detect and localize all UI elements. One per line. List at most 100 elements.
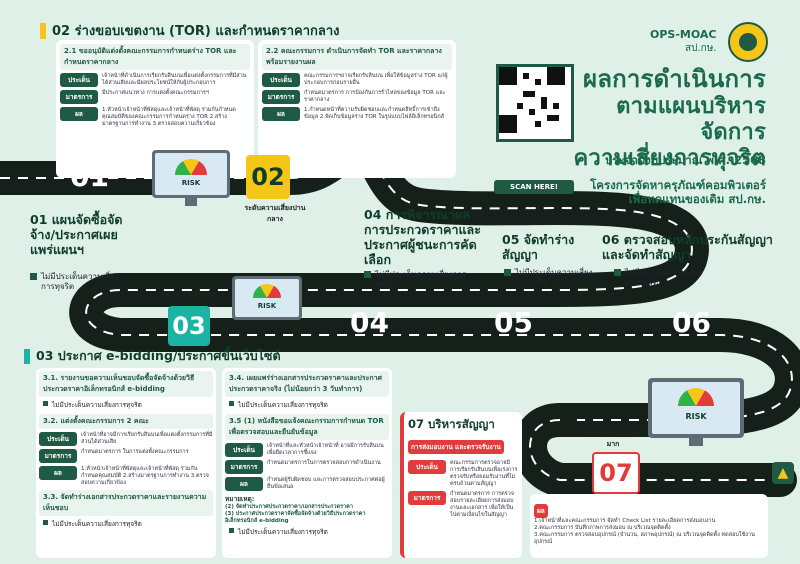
risk-label-high: ระดับความเสี่ยงสูงมาก: [585, 429, 641, 448]
ebid-31-head: 3.1. รายงานขอความเห็นชอบจัดซื้อจัดจ้างด้…: [39, 371, 213, 397]
gauge-icon: [678, 388, 714, 406]
bullet-square-icon: [614, 269, 621, 276]
contract-card: 07 บริหารสัญญา การส่งมอบงาน และตรวจรับงา…: [400, 412, 522, 558]
ebid-31-note: ไม่มีประเด็นความเสี่ยงการทุจริต: [43, 400, 213, 410]
contract-result-3: 3.คณะกรรมการ ตรวจสอบอุปกรณ์ (จำนวน, สภาพ…: [534, 532, 755, 545]
bullet-square-icon: [229, 528, 234, 533]
thumbs-up-icon: ▲: [772, 462, 794, 484]
contract-result-2: 2.คณะกรรมการ บันทึกภาพการส่งมอบ ณ บริเวณ…: [534, 525, 671, 531]
stage-06-title: 06 ตรวจสอบหลักประกันสัญญาและจัดทำสัญญา: [602, 232, 773, 262]
risk-row: มาตรการ กำหนดมาตรการ ในการแต่งตั้งคณะกรรม…: [39, 449, 213, 463]
ebid-33-head: 3.3. จัดทำร่างเอกสารประกวดราคาและรายงานค…: [39, 490, 213, 516]
org-code: OPS-MOAC: [650, 28, 717, 41]
risk-row-text: กำหนดมาตรการ ในการแต่งตั้งคณะกรรมการ: [81, 449, 189, 455]
ebid-title: 03 ประกาศ e-bidding/ประกาศขึ้นเว็บไซต์: [24, 346, 384, 366]
risk-monitor-mid: RISK: [152, 150, 230, 208]
road-number-02: 02: [246, 155, 290, 199]
risk-row-label: ประเด็น: [225, 443, 263, 457]
stage-04-title: 04 การพิจารณาผลการประกวดราคาและประกาศผู้…: [364, 207, 481, 267]
contract-result-card: ผล 1.เจ้าหน้าที่และคณะกรรมการ จัดทำ Chec…: [530, 494, 768, 558]
tor-left-card: 2.1 ขออนุมัติแต่งตั้งคณะกรรมการกำหนดร่าง…: [56, 40, 254, 178]
road-number-04: 04: [350, 306, 389, 339]
risk-row-label: มาตรการ: [60, 90, 98, 104]
risk-row-label: มาตรการ: [408, 491, 446, 505]
scan-here-label: SCAN HERE!: [494, 180, 574, 194]
risk-row: ประเด็น เจ้าหน้าที่อาจมีการเรียกรับสินบนเ…: [39, 432, 213, 446]
stage-01-note: ไม่มีประเด็นความเสี่ยงการทุจริต: [30, 272, 130, 292]
risk-row: ประเด็น คณะกรรมการตรวจอาจมีการเรียกรับสิน…: [408, 460, 518, 488]
contract-result-1: 1.เจ้าหน้าที่และคณะกรรมการ จัดทำ Check L…: [534, 518, 716, 524]
contract-sub: การส่งมอบงาน และตรวจรับงาน: [408, 440, 504, 454]
bullet-square-icon: [229, 401, 234, 406]
risk-row-text: 1.หัวหน้าเจ้าหน้าที่พัสดุและเจ้าหน้าที่พ…: [81, 466, 209, 486]
ebid-33-note: ไม่มีประเด็นความเสี่ยงการทุจริต: [43, 519, 213, 529]
tor-section: 02 ร่างขอบเขตงาน (TOR) และกำหนดราคากลาง: [40, 20, 460, 41]
risk-row: มาตรการ กำหนดมาตรการ การตรวจสอบรายละเอียด…: [408, 491, 518, 519]
risk-row-label: มาตรการ: [39, 449, 77, 463]
risk-row: ประเด็น คณะกรรมการฯอาจเรียกรับสินบน เพื่อ…: [262, 73, 452, 87]
risk-row: ประเด็น เจ้าหน้าที่ดำเนินการเรียกรับสินบน…: [60, 73, 250, 87]
ebid-note-1: (2) จัดทำประกาศประกวดราคา/เอกสารประกวดรา…: [225, 504, 353, 510]
tor-right-head: 2.2 คณะกรรมการ ดำเนินการจัดทำ TOR และราค…: [262, 44, 452, 70]
risk-row-text: กำหนดผู้รับผิดชอบ และการตรวจสอบประกาศต่อ…: [267, 477, 385, 490]
risk-row-label: ผล: [262, 107, 300, 121]
ebid-right-card: 3.4. เผยแพร่ร่างเอกสารประกวดราคาและประกา…: [222, 368, 392, 558]
risk-row-text: คณะกรรมการฯอาจเรียกรับสินบน เพื่อให้ข้อม…: [304, 73, 448, 86]
ebid-34-head: 3.4. เผยแพร่ร่างเอกสารประกวดราคาและประกา…: [225, 371, 389, 397]
risk-row: มาตรการ กำหนดมาตรการในการตรวจสอบการดำเนิน…: [225, 460, 389, 474]
risk-row-text: กำหนดมาตรการในการตรวจสอบการดำเนินงาน: [267, 460, 381, 466]
tor-left-head: 2.1 ขออนุมัติแต่งตั้งคณะกรรมการกำหนดร่าง…: [60, 44, 250, 70]
risk-row-text: กำหนดมาตรการ การตรวจสอบรายละเอียดการส่งม…: [450, 491, 514, 518]
stage-05-note: ไม่มีประเด็นความเสี่ยงการทุจริต: [504, 268, 594, 288]
ebid-note-2: (3) ประกาศประกวดราคาจัดซื้อจัดจ้างด้วยวิ…: [225, 511, 366, 524]
risk-row-text: เจ้าหน้าที่ดำเนินการเรียกรับสินบนเพื่อแต…: [102, 73, 247, 86]
road-number-05: 05: [494, 306, 533, 339]
bullet-square-icon: [30, 273, 37, 280]
risk-monitor-low: RISK: [232, 276, 302, 330]
risk-row-text: 1.หัวหน้าเจ้าหน้าที่พัสดุและเจ้าหน้าที่พ…: [102, 107, 236, 127]
risk-row: มาตรการ กำหนดมาตรการ การป้องกันการรั่วไหล…: [262, 90, 452, 104]
road-number-03: 03: [168, 306, 210, 346]
title-marker: [24, 348, 30, 364]
project-title: โครงการจัดหาครุภัณฑ์คอมพิวเตอร์ เพื่อทดแ…: [590, 178, 766, 206]
risk-row: ผล 1.หัวหน้าเจ้าหน้าที่พัสดุและเจ้าหน้าที…: [39, 466, 213, 487]
risk-row-text: มีประกาศแนวทาง การแต่งตั้งคณะกรรมการฯ: [102, 90, 209, 96]
ebid-35-head: 3.5 (1) หนังสือขอแจ้งคณะกรรมการกำหนด TOR…: [225, 414, 389, 440]
risk-row-label: ผล: [39, 466, 77, 480]
bullet-square-icon: [364, 271, 371, 278]
risk-row: ประเด็น เจ้าหน้าที่และหัวหน้าเจ้าหน้าที่ …: [225, 443, 389, 457]
fiscal-year: ประจำปีงบประมาณ พ.ศ. 2568: [604, 153, 766, 167]
qr-pattern-icon: [499, 67, 565, 133]
risk-row-label: มาตรการ: [225, 460, 263, 474]
risk-row-text: เจ้าหน้าที่และหัวหน้าเจ้าหน้าที่ อาจมีกา…: [267, 443, 384, 456]
org-short: สป.กษ.: [685, 43, 717, 54]
bullet-square-icon: [504, 269, 511, 276]
ebid-note-risk: ไม่มีประเด็นความเสี่ยงการทุจริต: [229, 527, 389, 537]
risk-row-text: เจ้าหน้าที่อาจมีการเรียกรับสินบนเพื่อแต่…: [81, 432, 213, 445]
qr-code[interactable]: [496, 64, 574, 142]
ebid-34-note: ไม่มีประเด็นความเสี่ยงการทุจริต: [229, 400, 389, 410]
stage-04-note: ไม่มีประเด็นความเสี่ยงการทุจริต: [364, 270, 474, 290]
risk-row-label: ประเด็น: [408, 460, 446, 474]
risk-row-label: มาตรการ: [262, 90, 300, 104]
contract-title: 07 บริหารสัญญา: [408, 417, 495, 431]
ebid-note-head: หมายเหตุ:: [225, 495, 255, 503]
main-title: ผลการดำเนินการ ตามแผนบริหารจัดการ ความเส…: [573, 65, 766, 171]
road-number-06: 06: [672, 306, 711, 339]
risk-row: ผลกำหนดผู้รับผิดชอบ และการตรวจสอบประกาศต…: [225, 477, 389, 491]
title-marker: [40, 22, 46, 39]
ebid-32-head: 3.2. แต่งตั้งคณะกรรมการ 2 คณะ: [39, 414, 213, 429]
risk-row: มาตรการ มีประกาศแนวทาง การแต่งตั้งคณะกรรม…: [60, 90, 250, 104]
risk-row-label: ประเด็น: [39, 432, 77, 446]
risk-row-text: คณะกรรมการตรวจอาจมีการเรียกรับสินบนเพื่อ…: [450, 460, 518, 487]
road-number-01: 01: [70, 160, 109, 193]
gauge-icon: [253, 284, 281, 298]
risk-row-label: ประเด็น: [262, 73, 300, 87]
stage-05-title: 05 จัดทำร่างสัญญา: [502, 232, 575, 262]
risk-row-text: กำหนดมาตรการ การป้องกันการรั่วไหลของข้อม…: [304, 90, 446, 103]
road-path-lower: [513, 403, 797, 497]
contract-result-label: ผล: [534, 504, 548, 518]
risk-row-label: ประเด็น: [60, 73, 98, 87]
